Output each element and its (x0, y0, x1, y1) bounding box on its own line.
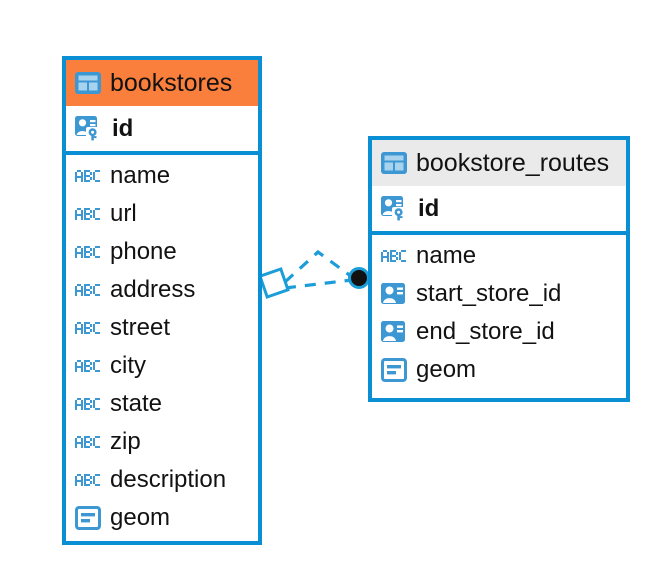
abc-text-icon (75, 170, 101, 182)
entity-header-bookstore-routes: bookstore_routes (372, 140, 626, 186)
relationship-branch-upper (283, 249, 353, 284)
field-label: id (112, 114, 134, 142)
abc-text-icon (75, 360, 101, 372)
abc-text-icon (75, 322, 101, 334)
entity-bookstores[interactable]: bookstores (62, 56, 262, 545)
field-row-phone[interactable]: phone (66, 233, 258, 271)
field-label: street (110, 314, 171, 341)
field-row-url[interactable]: url (66, 195, 258, 233)
foreign-key-icon (381, 282, 407, 306)
field-label: end_store_id (416, 318, 555, 345)
field-label: geom (416, 356, 477, 383)
field-row-start-store-id[interactable]: start_store_id (372, 275, 626, 313)
field-row-name[interactable]: name (66, 157, 258, 195)
field-row-name[interactable]: name (372, 237, 626, 275)
primary-key-icon (381, 195, 409, 222)
field-row-description[interactable]: description (66, 461, 258, 499)
field-label: start_store_id (416, 280, 562, 307)
field-row-state[interactable]: state (66, 385, 258, 423)
primary-key-icon (75, 115, 103, 142)
table-icon (381, 152, 407, 174)
abc-text-icon (75, 246, 101, 258)
field-row-zip[interactable]: zip (66, 423, 258, 461)
field-row-street[interactable]: street (66, 309, 258, 347)
foreign-key-icon (381, 320, 407, 344)
relationship-circle-endpoint (348, 267, 370, 289)
field-label: state (110, 390, 163, 417)
field-row-end-store-id[interactable]: end_store_id (372, 313, 626, 351)
entity-bookstore-routes[interactable]: bookstore_routes (368, 136, 630, 402)
geometry-icon (381, 358, 407, 382)
field-label: phone (110, 238, 177, 265)
abc-text-icon (75, 474, 101, 486)
field-label: name (416, 242, 477, 269)
field-label: address (110, 276, 196, 303)
field-label: name (110, 162, 171, 189)
table-icon (75, 72, 101, 94)
field-row-address[interactable]: address (66, 271, 258, 309)
entity-title: bookstore_routes (416, 148, 610, 177)
abc-text-icon (381, 250, 407, 262)
field-label: description (110, 466, 227, 493)
field-label: zip (110, 428, 141, 455)
field-row-id[interactable]: id (372, 186, 626, 231)
field-label: city (110, 352, 146, 379)
field-label: url (110, 200, 137, 227)
relationship-branch-lower (284, 278, 353, 290)
geometry-icon (75, 506, 101, 530)
field-list-bookstores: name url (66, 155, 258, 540)
field-row-geom[interactable]: geom (66, 499, 258, 537)
field-row-geom[interactable]: geom (372, 351, 626, 389)
primary-key-section-bookstores: id (66, 106, 258, 155)
entity-header-bookstores: bookstores (66, 60, 258, 106)
abc-text-icon (75, 398, 101, 410)
relationship-diamond-endpoint (258, 267, 290, 299)
field-label: geom (110, 504, 171, 531)
abc-text-icon (75, 208, 101, 220)
field-row-city[interactable]: city (66, 347, 258, 385)
field-label: id (418, 194, 440, 222)
abc-text-icon (75, 284, 101, 296)
field-list-bookstore-routes: name start_store_id (372, 235, 626, 392)
field-row-id[interactable]: id (66, 106, 258, 151)
primary-key-section-bookstore-routes: id (372, 186, 626, 235)
entity-title: bookstores (110, 68, 233, 97)
abc-text-icon (75, 436, 101, 448)
